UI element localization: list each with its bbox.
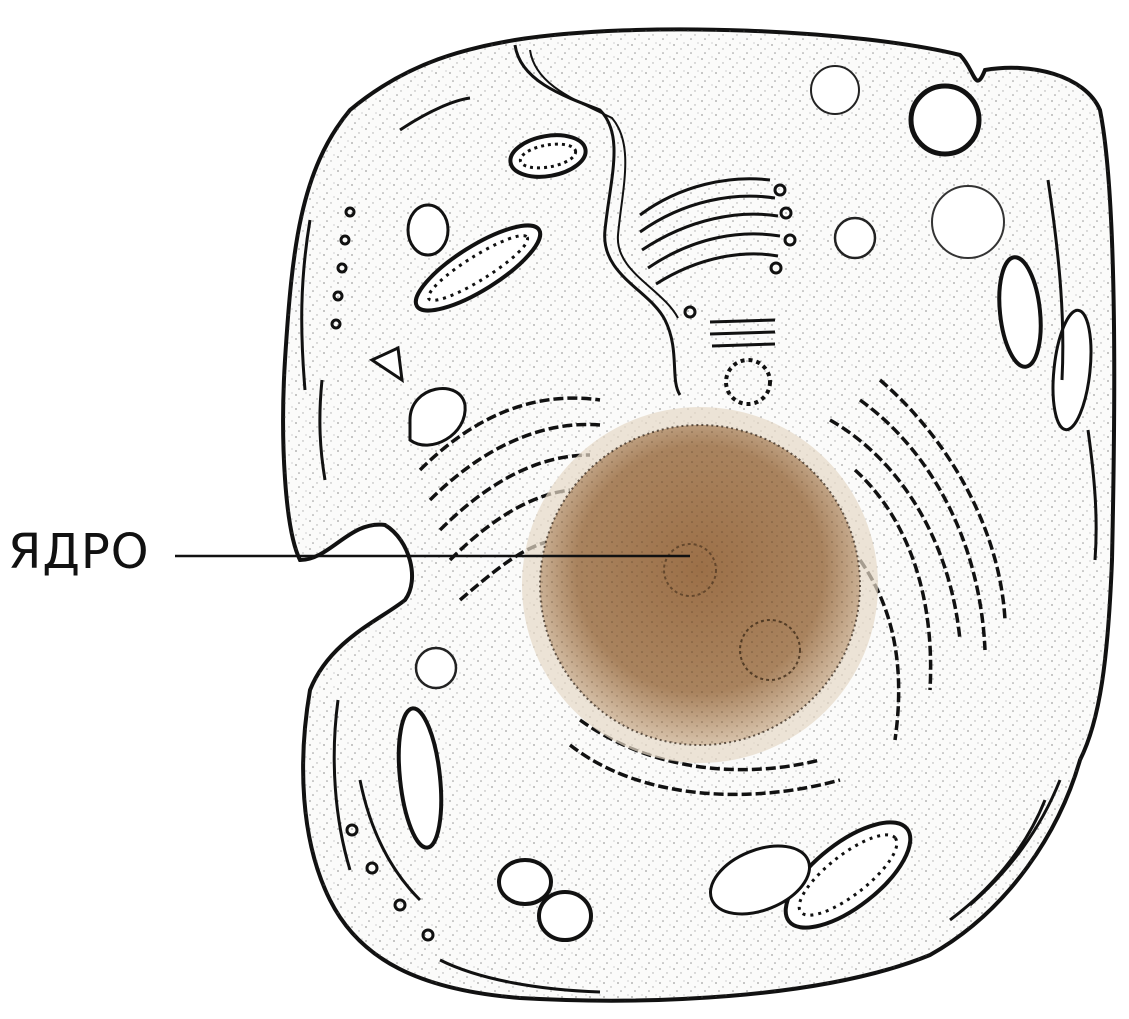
nucleus — [522, 407, 878, 763]
vacuole — [932, 186, 1004, 258]
vacuole — [811, 66, 859, 114]
vacuole — [835, 218, 875, 258]
nucleus-label: ЯДРО — [8, 528, 150, 576]
vesicle — [539, 892, 591, 940]
vesicle — [416, 648, 456, 688]
vesicle — [499, 860, 551, 904]
vacuole — [911, 86, 979, 154]
vesicle — [408, 205, 448, 255]
